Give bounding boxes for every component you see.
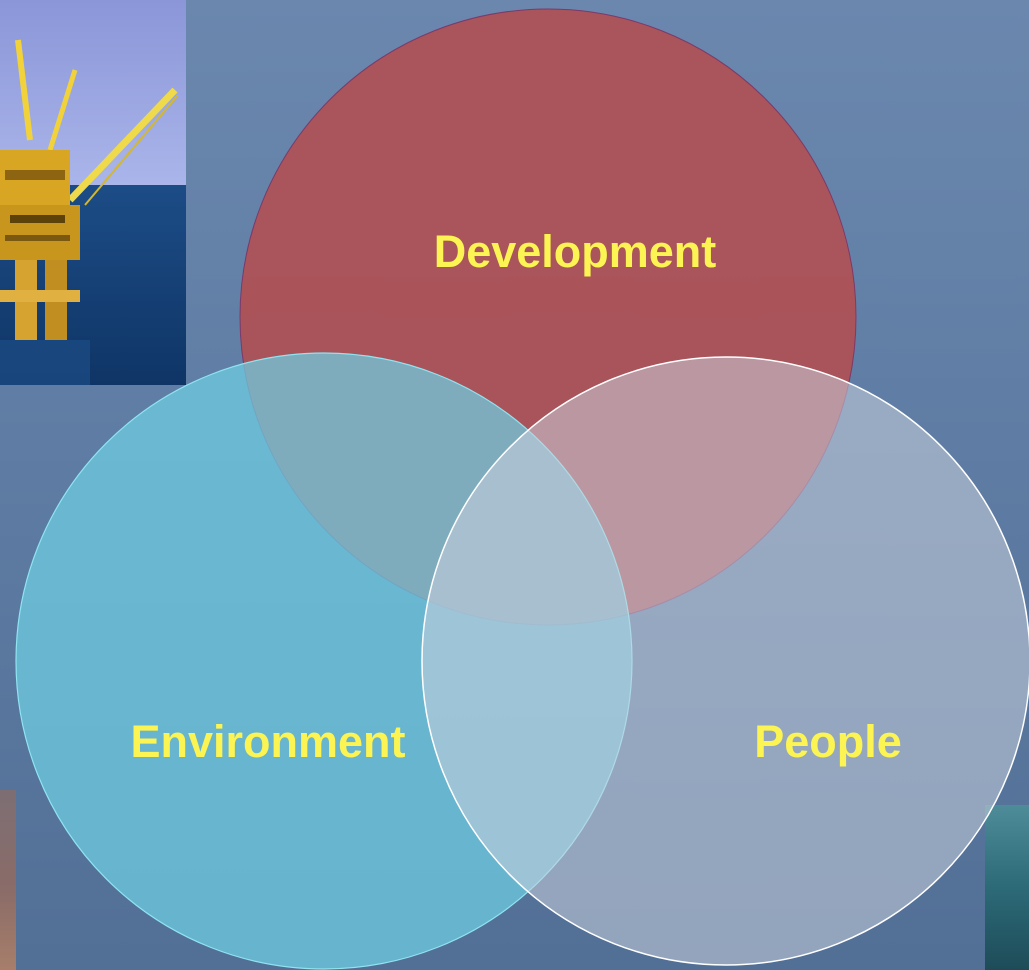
right-edge-photo — [985, 805, 1029, 970]
environment-label: Environment — [130, 716, 405, 767]
development-label: Development — [434, 226, 717, 277]
people-circle — [421, 356, 1029, 966]
offshore-platform-photo — [0, 0, 186, 385]
people-label: People — [754, 716, 902, 767]
left-edge-photo — [0, 790, 16, 970]
offshore-platform-image — [0, 0, 186, 385]
